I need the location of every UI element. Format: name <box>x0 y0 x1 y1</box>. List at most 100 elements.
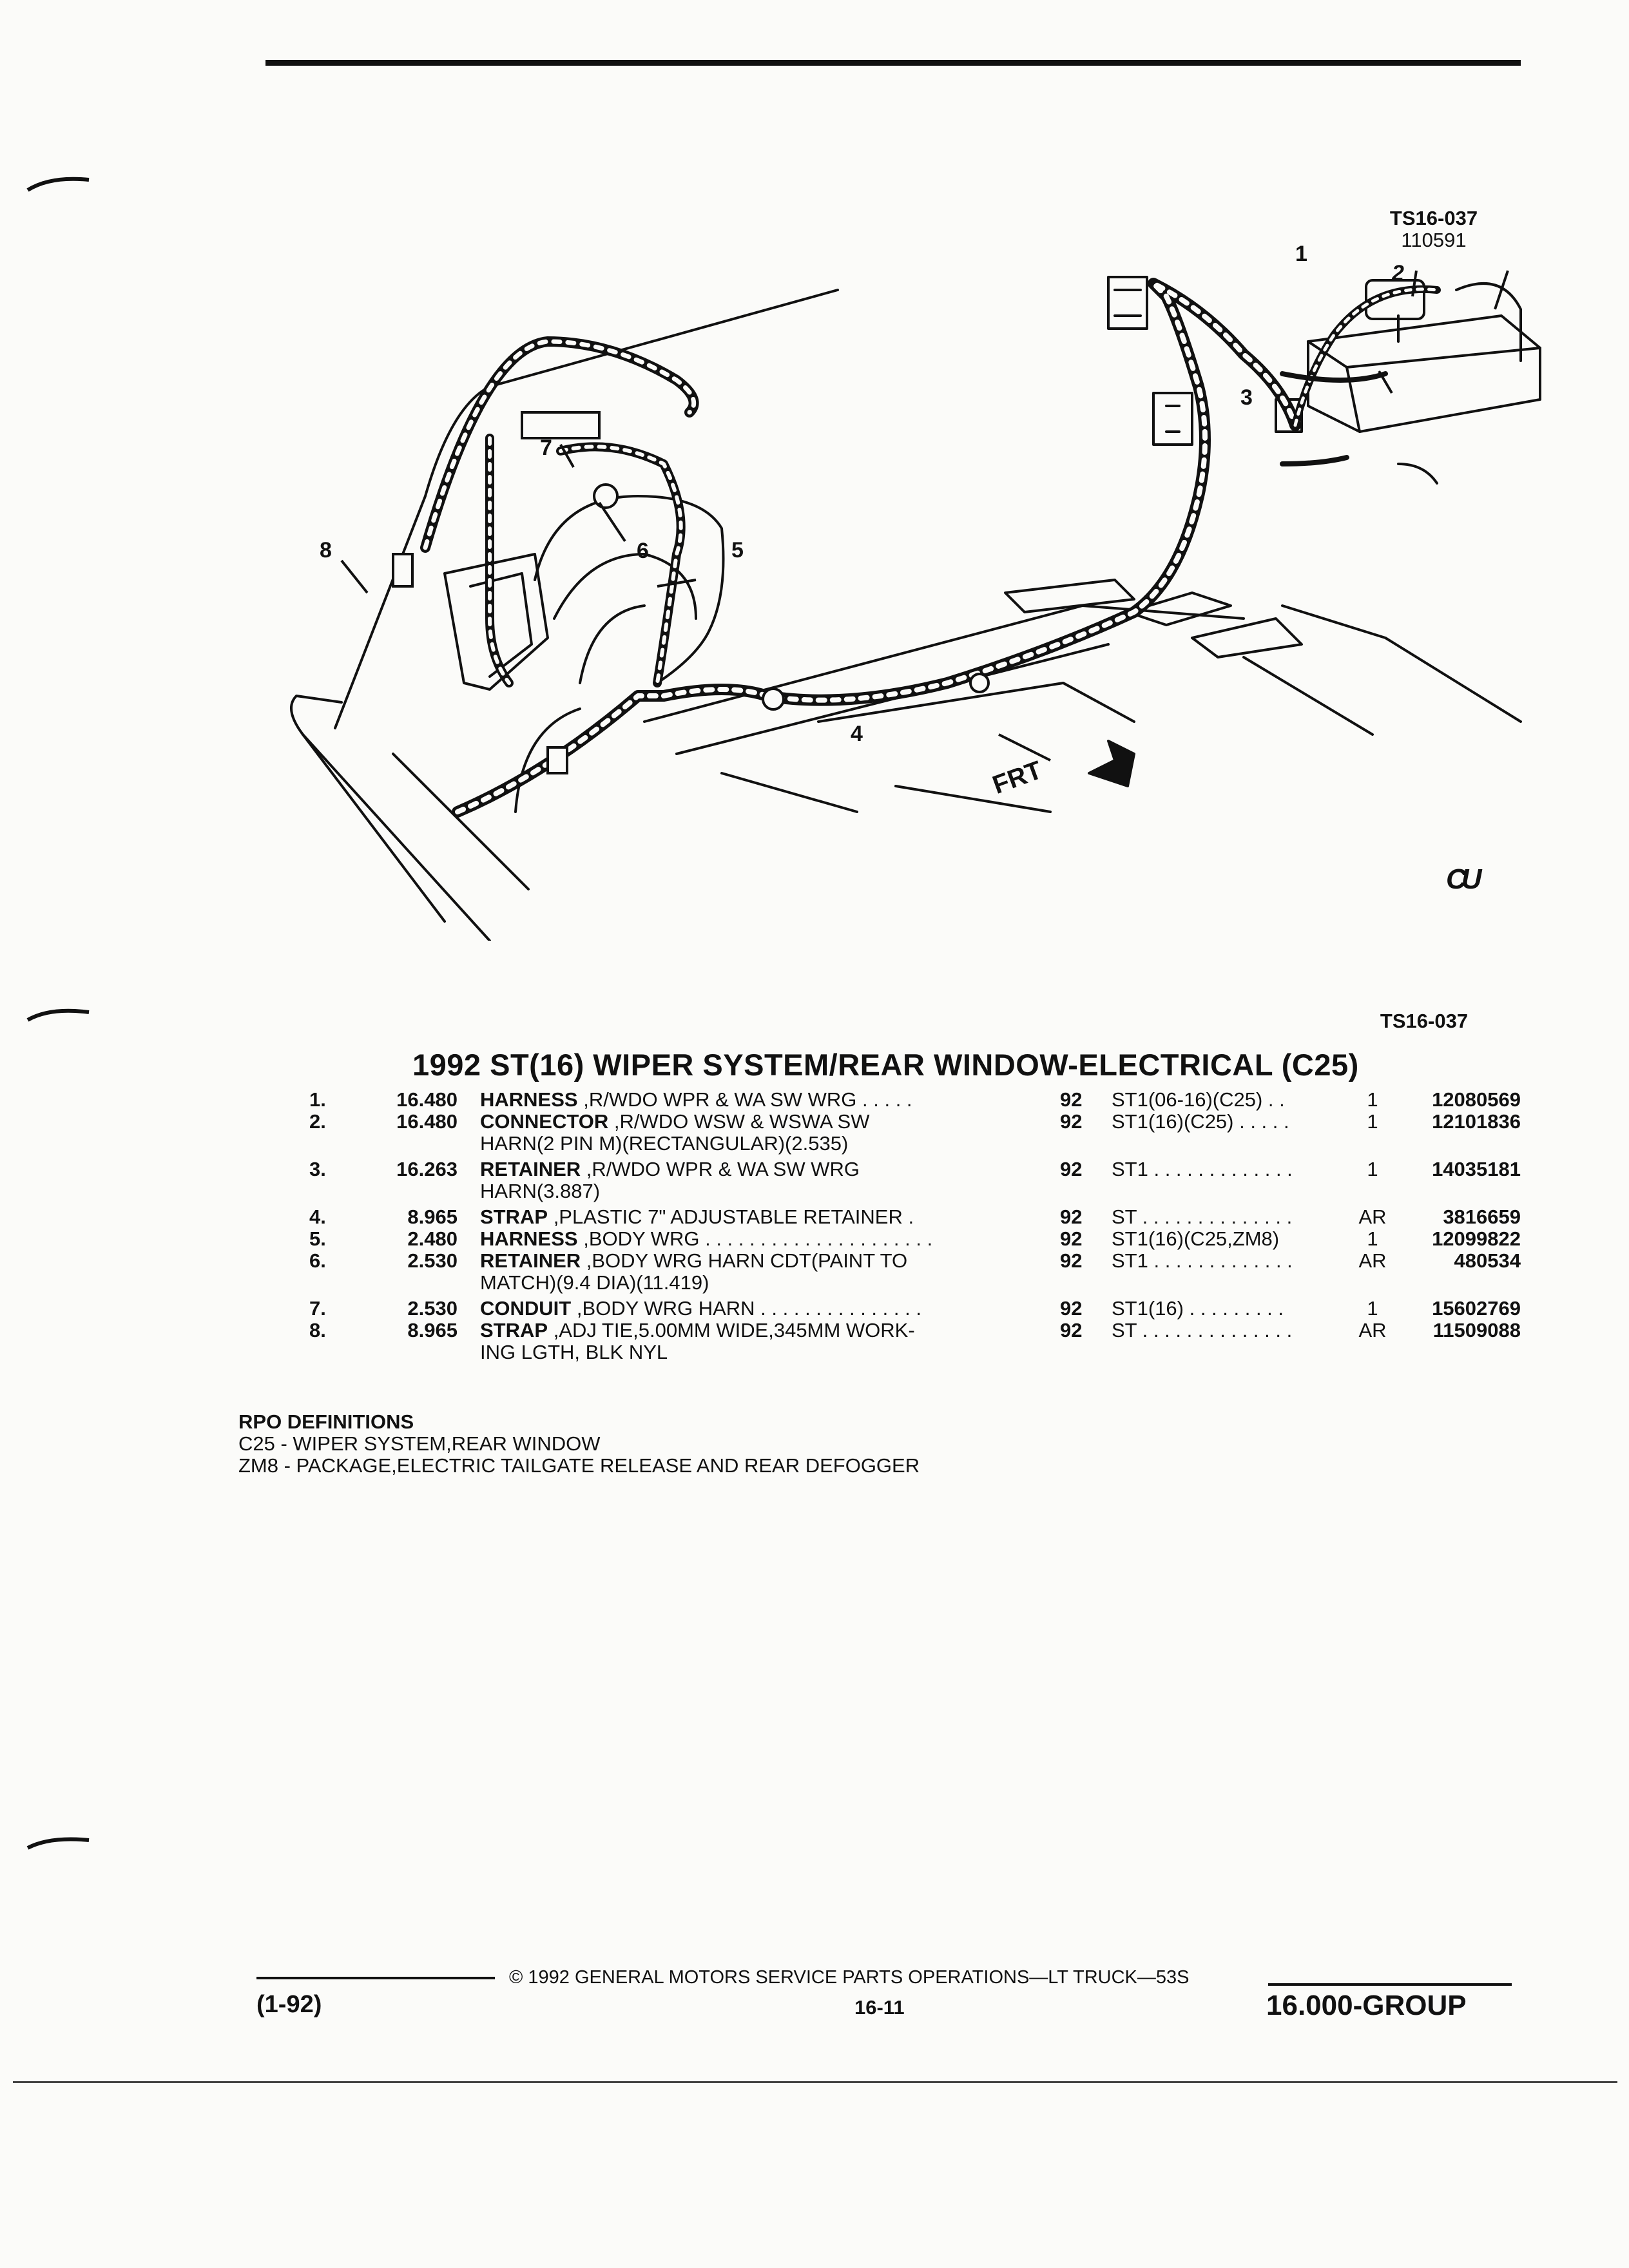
part-model: ST . . . . . . . . . . . . . . <box>1112 1319 1293 1341</box>
rpo-line-c25: C25 - WIPER SYSTEM,REAR WINDOW <box>238 1432 601 1455</box>
part-description: CONDUIT ,BODY WRG HARN . . . . . . . . .… <box>480 1298 1298 1320</box>
part-group: 8.965 <box>407 1319 458 1341</box>
part-quantity: AR <box>1358 1206 1387 1228</box>
part-number: 3816659 <box>1443 1206 1521 1228</box>
part-quantity: 1 <box>1367 1297 1378 1320</box>
part-desc-continuation: HARN(2 PIN M)(RECTANGULAR)(2.535) <box>480 1132 849 1155</box>
part-desc-text: ,BODY WRG HARN . . . . . . . . . . . . .… <box>571 1297 921 1320</box>
figure-code-text: TS16-037 <box>1389 207 1478 229</box>
footer-revision: (1-92) <box>256 1991 322 2018</box>
part-description: HARNESS ,BODY WRG . . . . . . . . . . . … <box>480 1228 1298 1250</box>
part-group: 16.480 <box>396 1088 458 1111</box>
part-number-index: 7. <box>309 1297 326 1320</box>
section-title: 1992 ST(16) WIPER SYSTEM/REAR WINDOW-ELE… <box>412 1048 1359 1082</box>
part-group: 2.530 <box>407 1297 458 1320</box>
part-group: 16.263 <box>396 1158 458 1180</box>
figure-code-bottom: TS16-037 <box>1380 1010 1469 1032</box>
harness-upper <box>420 336 699 553</box>
part-model: ST1(16) . . . . . . . . . <box>1112 1297 1284 1320</box>
part-name: CONDUIT <box>480 1297 572 1320</box>
part-number: 12080569 <box>1432 1088 1521 1111</box>
part-desc-text: ,ADJ TIE,5.00MM WIDE,345MM WORK- <box>548 1319 915 1341</box>
part-desc-text: ,BODY WRG . . . . . . . . . . . . . . . … <box>577 1227 933 1250</box>
part-model: ST1 . . . . . . . . . . . . . <box>1112 1158 1293 1180</box>
part-group: 2.530 <box>407 1249 458 1272</box>
part-model: ST1 . . . . . . . . . . . . . <box>1112 1249 1293 1272</box>
callout-5: 5 <box>731 538 744 562</box>
part-quantity: AR <box>1358 1319 1387 1341</box>
punch-mark-middle <box>26 1008 90 1022</box>
part-desc-continuation: ING LGTH, BLK NYL <box>480 1341 668 1363</box>
part-desc-text: ,PLASTIC 7" ADJUSTABLE RETAINER . <box>548 1206 914 1228</box>
switch-module <box>1307 314 1541 433</box>
part-year: 92 <box>1060 1249 1083 1272</box>
part-model: ST1(06-16)(C25) . . <box>1112 1088 1285 1111</box>
rpo-definitions: RPO DEFINITIONS C25 - WIPER SYSTEM,REAR … <box>238 1411 920 1477</box>
callout-1: 1 <box>1295 242 1307 266</box>
harness-main <box>452 278 1301 818</box>
part-number: 480534 <box>1454 1249 1521 1272</box>
part-model: ST1(16)(C25,ZM8) <box>1112 1227 1280 1250</box>
part-year: 92 <box>1060 1158 1083 1180</box>
part-desc-text: ,R/WDO WPR & WA SW WRG <box>581 1158 860 1180</box>
part-number: 11509088 <box>1432 1319 1521 1341</box>
part-name: RETAINER <box>480 1158 581 1180</box>
harness-window <box>485 434 686 687</box>
footer-copyright: © 1992 GENERAL MOTORS SERVICE PARTS OPER… <box>509 1967 1190 1988</box>
part-number-index: 5. <box>309 1227 326 1250</box>
front-arrow <box>1088 740 1135 787</box>
part-group: 2.480 <box>407 1227 458 1250</box>
part-desc-text: ,R/WDO WPR & WA SW WRG . . . . . <box>577 1088 912 1111</box>
part-number-index: 4. <box>309 1206 326 1228</box>
part-model: ST1(16)(C25) . . . . . <box>1112 1110 1289 1133</box>
callout-8: 8 <box>320 538 332 562</box>
callout-7: 7 <box>540 436 552 460</box>
conduit <box>521 411 601 439</box>
part-number-index: 8. <box>309 1319 326 1341</box>
part-group: 8.965 <box>407 1206 458 1228</box>
part-name: HARNESS <box>480 1227 578 1250</box>
part-desc-text: ,BODY WRG HARN CDT(PAINT TO <box>581 1249 908 1272</box>
part-number-index: 1. <box>309 1088 326 1111</box>
figure-code: TS16-037 110591 <box>1385 207 1482 251</box>
part-number-index: 2. <box>309 1110 326 1133</box>
part-quantity: 1 <box>1367 1088 1378 1111</box>
part-model: ST . . . . . . . . . . . . . . <box>1112 1206 1293 1228</box>
top-rule <box>265 60 1521 66</box>
footer-rule-right <box>1268 1983 1512 1986</box>
part-description: STRAP ,ADJ TIE,5.00MM WIDE,345MM WORK-IN… <box>480 1320 1298 1363</box>
part-number-index: 3. <box>309 1158 326 1180</box>
part-row: 7. 2.530 92 ST1(16) . . . . . . . . . 1 15602… <box>309 1298 1521 1320</box>
part-description: HARNESS ,R/WDO WPR & WA SW WRG . . . . . <box>480 1089 1298 1111</box>
part-year: 92 <box>1060 1319 1083 1341</box>
part-quantity: 1 <box>1367 1227 1378 1250</box>
punch-mark-top <box>26 177 90 192</box>
part-description: STRAP ,PLASTIC 7" ADJUSTABLE RETAINER . <box>480 1206 1298 1228</box>
part-row: 3. 16.263 92 ST1 . . . . . . . . . . . . . 1… <box>309 1158 1521 1202</box>
part-year: 92 <box>1060 1110 1083 1133</box>
part-name: HARNESS <box>480 1088 578 1111</box>
part-desc-continuation: MATCH)(9.4 DIA)(11.419) <box>480 1271 709 1294</box>
cu-logo: CU <box>1446 863 1481 895</box>
exploded-view-diagram <box>290 270 1541 941</box>
rpo-heading: RPO DEFINITIONS <box>238 1410 414 1433</box>
connector-body <box>1107 276 1148 330</box>
part-year: 92 <box>1060 1297 1083 1320</box>
part-number: 15602769 <box>1432 1297 1521 1320</box>
part-number: 14035181 <box>1432 1158 1521 1180</box>
part-quantity: 1 <box>1367 1158 1378 1180</box>
callout-6: 6 <box>637 539 649 563</box>
roof-line <box>488 289 839 388</box>
part-name: CONNECTOR <box>480 1110 609 1133</box>
part-quantity: AR <box>1358 1249 1387 1272</box>
tailgate-lower <box>302 733 491 941</box>
wheel-house <box>534 495 725 684</box>
part-name: STRAP <box>480 1206 548 1228</box>
callout-2: 2 <box>1392 261 1404 285</box>
part-year: 92 <box>1060 1206 1083 1228</box>
part-name: RETAINER <box>480 1249 581 1272</box>
